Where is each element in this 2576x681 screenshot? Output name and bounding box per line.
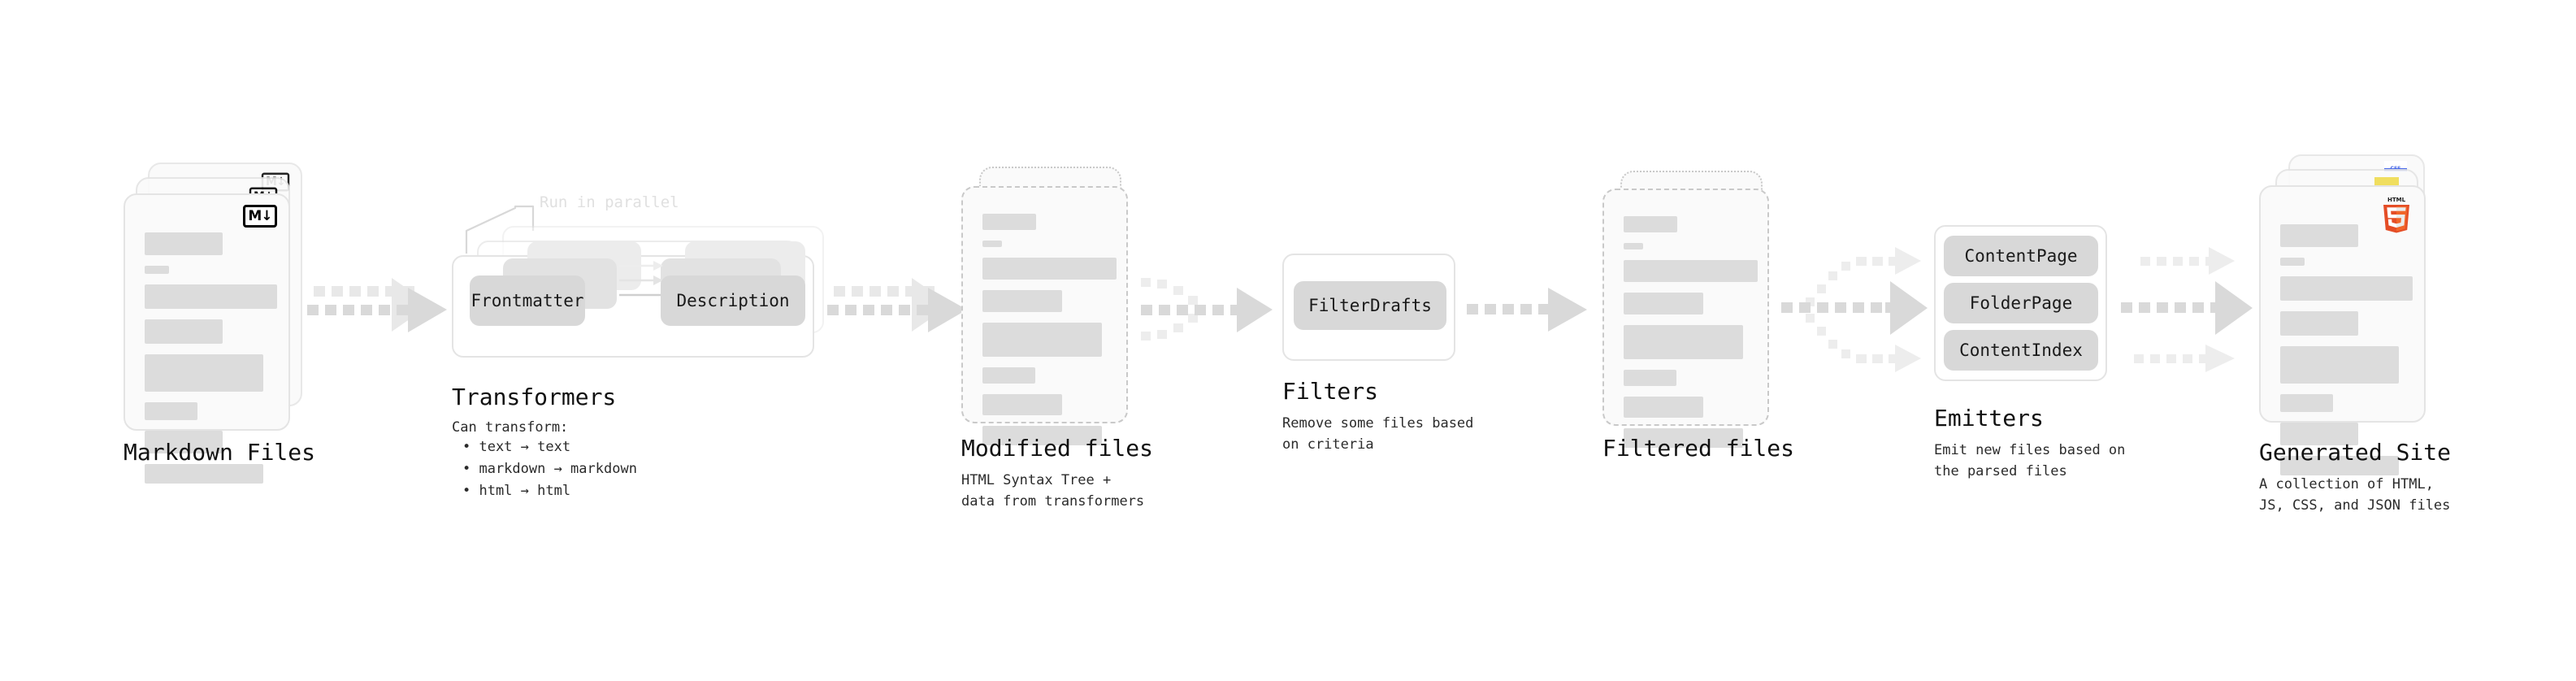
skeleton-line xyxy=(982,367,1035,384)
emitter-chip-contentpage[interactable]: ContentPage xyxy=(1944,236,2098,276)
run-in-parallel-bracket xyxy=(465,205,535,254)
skeleton-line xyxy=(2280,394,2333,412)
skeleton-line xyxy=(145,266,169,274)
stage-label-filtered-files: Filtered files xyxy=(1602,435,1795,462)
skeleton-line xyxy=(2280,423,2358,445)
skeleton-line xyxy=(2280,311,2358,336)
markdown-icon: M↓ xyxy=(243,205,277,228)
skeleton-line xyxy=(2280,224,2358,247)
stage-label-generated-site: Generated Site xyxy=(2259,439,2452,466)
svg-text:HTML: HTML xyxy=(2387,197,2406,203)
skeleton-line xyxy=(1624,243,1643,249)
transformer-bullet-2: • markdown → markdown xyxy=(462,461,637,477)
skeleton-line xyxy=(1624,216,1677,232)
stage-generated-site: CSS HTML xyxy=(2259,154,2446,475)
skeleton-line xyxy=(2280,276,2413,301)
stage-label-filters: Filters xyxy=(1282,378,1379,405)
connector-md-to-transformers xyxy=(307,278,447,332)
connector-modified-to-filters xyxy=(1141,278,1273,340)
run-in-parallel-label: Run in parallel xyxy=(540,193,679,211)
transformer-chip-label: Description xyxy=(676,291,790,310)
modified-file-stack xyxy=(961,167,1136,445)
skeleton-line xyxy=(145,431,223,453)
skeleton-line xyxy=(1624,397,1703,418)
skeleton-line xyxy=(145,402,197,420)
stage-label-markdown-files: Markdown Files xyxy=(124,439,316,466)
skeleton-line xyxy=(1624,325,1743,359)
connector-emitters-to-site xyxy=(2121,247,2253,372)
transformer-bullet-1: • text → text xyxy=(462,439,571,455)
skeleton-line xyxy=(982,241,1002,247)
doc-skeleton-lines xyxy=(1624,216,1758,458)
connector-transformers-to-modified xyxy=(827,278,967,332)
skeleton-line xyxy=(982,426,1102,445)
transformer-chip-description[interactable]: Description xyxy=(661,275,805,326)
connector-filters-to-filtered xyxy=(1467,288,1587,332)
stage-markdown-files: M↓ M↓ M↓ xyxy=(124,163,302,484)
connector-filtered-to-emitters xyxy=(1781,247,1928,372)
doc-skeleton-lines xyxy=(982,214,1117,456)
skeleton-line xyxy=(982,323,1102,357)
generated-site-stack: CSS HTML xyxy=(2259,154,2446,475)
stage-label-transformers: Transformers xyxy=(452,384,617,410)
skeleton-line xyxy=(982,394,1062,415)
emitter-chip-label: ContentPage xyxy=(1964,246,2078,266)
skeleton-line xyxy=(145,319,223,344)
stage-subtitle-filters: Remove some files based on criteria xyxy=(1282,415,1474,453)
emitter-chip-label: FolderPage xyxy=(1969,293,2073,313)
skeleton-line xyxy=(145,232,223,255)
doc-skeleton-lines xyxy=(145,232,277,494)
filter-chip-label: FilterDrafts xyxy=(1308,296,1432,315)
stage-modified-files xyxy=(961,167,1136,445)
skeleton-line xyxy=(2280,456,2399,475)
stage-subtitle-transformers: Can transform: xyxy=(452,419,569,436)
stage-subtitle-modified-files: HTML Syntax Tree + data from transformer… xyxy=(961,472,1145,510)
skeleton-line xyxy=(982,290,1062,312)
filter-chip-filterdrafts[interactable]: FilterDrafts xyxy=(1294,281,1446,330)
skeleton-line xyxy=(982,214,1036,230)
stage-subtitle-emitters: Emit new files based on the parsed files xyxy=(1934,442,2126,480)
skeleton-line xyxy=(145,354,263,392)
skeleton-line xyxy=(1624,260,1758,282)
emitter-chip-label: ContentIndex xyxy=(1959,340,2083,360)
stage-subtitle-generated-site: A collection of HTML, JS, CSS, and JSON … xyxy=(2259,476,2451,514)
skeleton-line xyxy=(1624,428,1743,448)
skeleton-line xyxy=(145,464,263,484)
skeleton-line xyxy=(2280,258,2305,266)
skeleton-line xyxy=(1624,293,1703,314)
generated-doc-html: HTML xyxy=(2259,185,2426,475)
transformer-bullet-3: • html → html xyxy=(462,483,571,499)
stage-label-modified-files: Modified files xyxy=(961,435,1154,462)
skeleton-line xyxy=(982,258,1117,280)
transformer-chip-frontmatter[interactable]: Frontmatter xyxy=(470,275,585,326)
emitter-chip-folderpage[interactable]: FolderPage xyxy=(1944,283,2098,323)
markdown-doc-front: M↓ xyxy=(124,193,290,484)
emitter-chip-contentindex[interactable]: ContentIndex xyxy=(1944,330,2098,371)
skeleton-line xyxy=(1624,370,1676,386)
stage-filtered-files xyxy=(1602,171,1777,448)
filtered-file-stack xyxy=(1602,171,1777,448)
filtered-doc-front xyxy=(1602,189,1769,448)
skeleton-line xyxy=(145,284,277,309)
skeleton-line xyxy=(2280,346,2399,384)
transformer-chip-label: Frontmatter xyxy=(471,291,584,310)
stage-label-emitters: Emitters xyxy=(1934,405,2044,432)
transformer-inner-arrows xyxy=(619,261,673,300)
modified-doc-front xyxy=(961,186,1128,445)
html5-icon: HTML xyxy=(2383,197,2409,233)
doc-skeleton-lines xyxy=(2280,224,2413,486)
markdown-file-stack: M↓ M↓ M↓ xyxy=(124,163,302,484)
